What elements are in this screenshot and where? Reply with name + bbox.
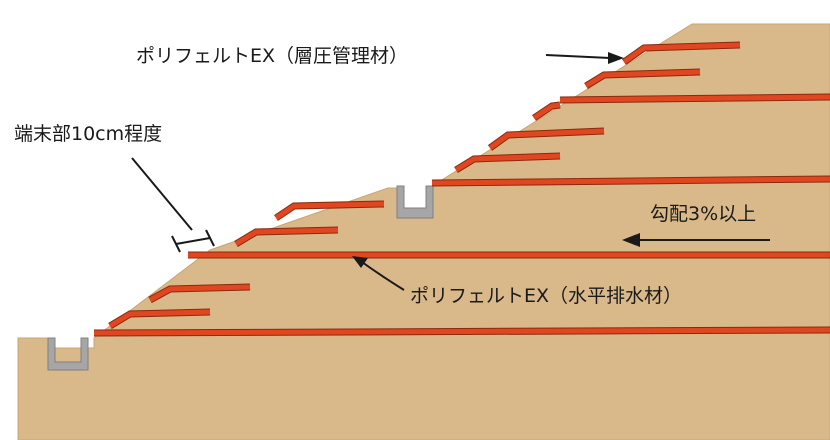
embankment-soil [17,23,830,440]
drainage-arrow [352,256,405,291]
drainage-label: ポリフェルトEX（水平排水材） [410,285,682,307]
felt-strip [584,68,701,89]
felt-strip [108,308,211,330]
lower-ditch [47,337,89,371]
horizontal-drain-layers [93,93,830,337]
drain-layer [93,327,830,336]
gradient-arrow [622,233,770,247]
compaction-control-strips [108,41,741,330]
felt-strip [234,226,339,248]
reinforcement-arrow [545,52,624,64]
gradient-label: 勾配3%以上 [650,203,756,225]
felt-strip [148,283,251,304]
drain-layer [559,94,830,103]
felt-strip [274,200,385,221]
felt-strip [487,127,605,151]
felt-strip [621,41,741,65]
felt-strip [454,152,561,173]
drain-layer [431,176,830,186]
felt-strip [532,101,561,121]
upper-ditch [396,185,434,219]
reinforcement-label: ポリフェルトEX（層圧管理材） [136,45,408,67]
end-length-label: 端末部10cm程度 [14,123,162,145]
end-length-dimension [131,157,215,253]
